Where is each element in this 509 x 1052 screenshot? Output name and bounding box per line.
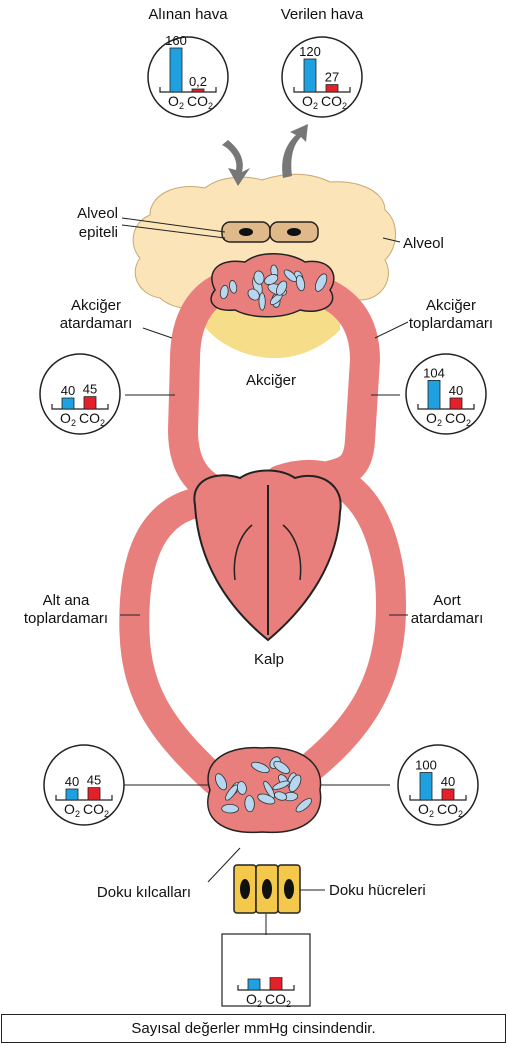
exhaled-label: Verilen hava bbox=[281, 6, 364, 23]
alveolar-epithelium-label-2: epiteli bbox=[79, 224, 118, 241]
co2-bar bbox=[442, 789, 454, 800]
aorta-label-1: Aort bbox=[433, 592, 461, 609]
vena-cava-label-1: Alt ana bbox=[43, 592, 90, 609]
o2-bar bbox=[304, 59, 316, 92]
tissue-cells-label: Doku hücreleri bbox=[329, 882, 426, 899]
chart-baseline bbox=[238, 985, 294, 990]
tissue-cells bbox=[234, 865, 300, 913]
heart-label: Kalp bbox=[254, 651, 284, 668]
co2-value-label: 27 bbox=[325, 70, 339, 85]
o2-bar bbox=[66, 789, 78, 800]
pulmonary-vein-label-2: toplardamarı bbox=[409, 315, 493, 332]
o2-value-label: 100 bbox=[415, 758, 437, 773]
co2-value-label: 40 bbox=[449, 383, 463, 398]
co2-bar bbox=[88, 788, 100, 800]
vena-cava-label-2: toplardamarı bbox=[24, 610, 108, 627]
alveolar-epithelium-label-1: Alveol bbox=[77, 205, 118, 222]
pulmonary-artery-label-2: atardamarı bbox=[60, 315, 133, 332]
aorta-label-2: atardamarı bbox=[411, 610, 484, 627]
pulmonary-vein-label-1: Akciğer bbox=[426, 297, 476, 314]
inhaled-label: Alınan hava bbox=[148, 6, 228, 23]
co2-value-label: 0,2 bbox=[189, 74, 207, 89]
units-note: Sayısal değerler mmHg cinsindendir. bbox=[1, 1014, 506, 1043]
co2-value-label: 45 bbox=[87, 773, 101, 788]
o2-bar bbox=[420, 773, 432, 801]
o2-value-label: 104 bbox=[423, 365, 445, 380]
alveolus-label: Alveol bbox=[403, 235, 444, 252]
co2-value-label: 40 bbox=[441, 774, 455, 789]
co2-value-label: 45 bbox=[83, 382, 97, 397]
o2-value-label: 40 bbox=[61, 383, 75, 398]
o2-bar bbox=[428, 380, 440, 409]
co2-bar bbox=[450, 398, 462, 409]
o2-bar bbox=[248, 979, 260, 990]
co2-bar bbox=[84, 397, 96, 409]
co2-bar bbox=[326, 85, 338, 92]
pulmonary-artery-label-1: Akciğer bbox=[71, 297, 121, 314]
lung-label: Akciğer bbox=[246, 372, 296, 389]
co2-axis-label: CO2 bbox=[265, 991, 291, 1009]
tissue-capillaries-label: Doku kılcalları bbox=[97, 884, 191, 901]
heart bbox=[194, 471, 340, 641]
o2-bar bbox=[62, 398, 74, 409]
co2-bar bbox=[192, 89, 204, 92]
co2-bar bbox=[270, 978, 282, 990]
o2-axis-label: O2 bbox=[246, 991, 262, 1009]
exhale-arrow bbox=[282, 124, 308, 178]
o2-value-label: 40 bbox=[65, 774, 79, 789]
o2-bar bbox=[170, 48, 182, 92]
o2-value-label: 120 bbox=[299, 44, 321, 59]
o2-value-label: 160 bbox=[165, 33, 187, 48]
